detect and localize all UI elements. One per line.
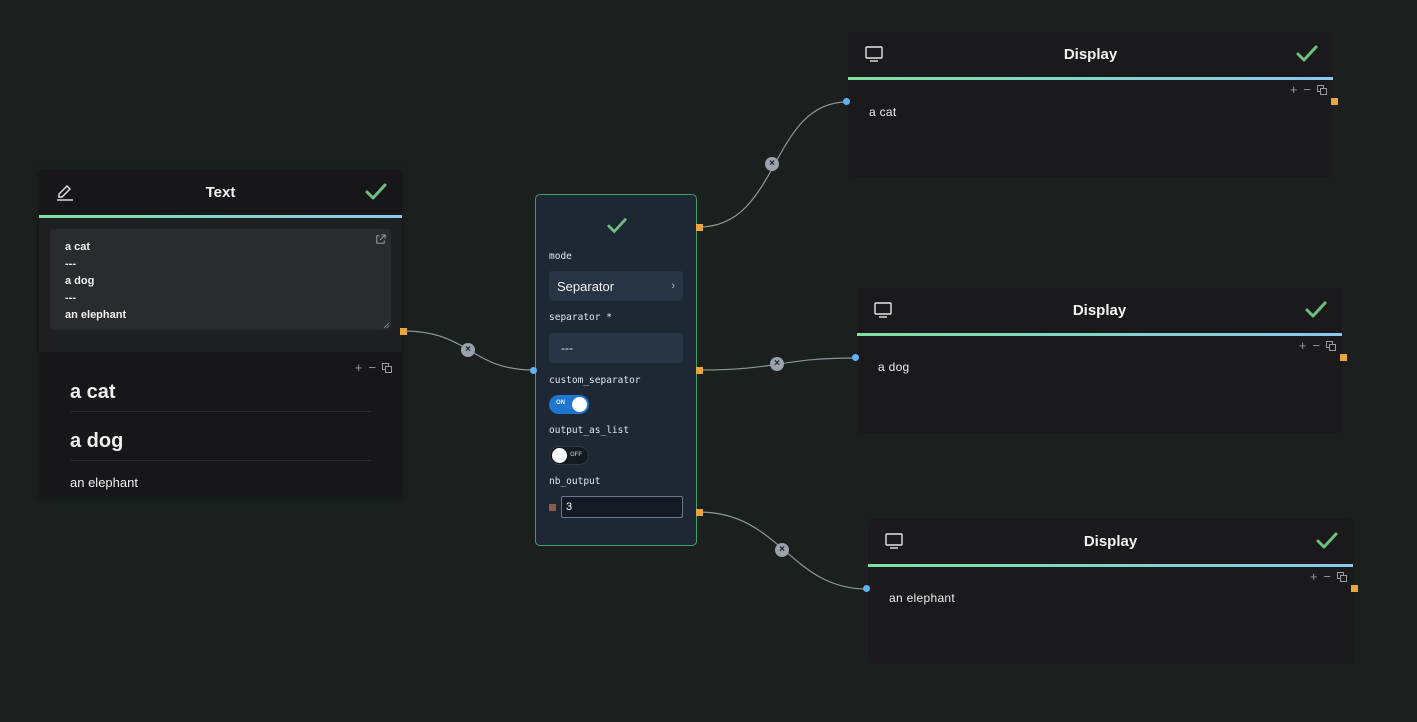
text-line: a dog [65,275,95,287]
custom-separator-label: custom_separator [549,375,641,386]
input-handle[interactable] [863,585,870,592]
toggle-knob [552,448,567,463]
display-text: a dog [878,360,910,374]
remove-button[interactable]: − [368,360,376,375]
output-handle[interactable] [696,367,703,374]
node-title: Display [1063,46,1118,63]
nb-output-value: 3 [566,501,573,513]
mode-value: Separator [557,278,615,294]
output-handle[interactable] [696,509,703,516]
node-controls: + − [1309,569,1347,584]
input-handle[interactable] [852,354,859,361]
custom-separator-toggle[interactable]: ON [549,395,589,414]
text-line: --- [65,292,76,304]
checkmark-icon [1316,532,1338,549]
copy-icon[interactable] [1317,85,1327,95]
add-button[interactable]: + [354,360,363,375]
text-node-header[interactable]: Text [39,170,402,215]
add-button[interactable]: + [1298,338,1307,353]
node-controls: + − [354,360,392,375]
display-node[interactable]: Display + − an elephant [868,519,1353,664]
output-handle[interactable] [696,224,703,231]
nb-output-handle[interactable] [549,504,556,511]
node-controls: + − [1289,82,1327,97]
checkmark-icon [365,183,387,200]
checkmark-icon [1305,301,1327,318]
checkmark-icon [1296,45,1318,62]
text-line: a cat [65,241,91,253]
mode-label: mode [549,251,572,262]
list-item: a dog [70,424,371,461]
list-item: a cat [70,375,371,412]
nb-output-label: nb_output [549,476,601,487]
input-handle[interactable] [843,98,850,105]
header-accent-line [868,564,1353,567]
display-node-header[interactable]: Display [857,288,1342,333]
text-line: an elephant [65,309,127,321]
pencil-icon [57,185,73,201]
output-as-list-label: output_as_list [549,425,630,436]
output-handle[interactable] [1351,585,1358,592]
node-title: Display [1083,533,1138,550]
header-accent-line [857,333,1342,336]
display-text: a cat [869,105,897,119]
remove-button[interactable]: − [1303,82,1311,97]
copy-icon[interactable] [382,363,392,373]
display-node[interactable]: Display + − a dog [857,288,1342,433]
display-node[interactable]: Display + − a cat [848,32,1333,177]
nb-output-input[interactable]: 3 [561,496,683,518]
edge-remove-button[interactable]: × [770,357,784,371]
copy-icon[interactable] [1326,341,1336,351]
display-node-header[interactable]: Display [868,519,1353,564]
toggle-state: OFF [570,452,582,458]
add-button[interactable]: + [1309,569,1318,584]
edge-remove-button[interactable]: × [765,157,779,171]
output-handle[interactable] [1340,354,1347,361]
output-handle[interactable] [1331,98,1338,105]
resize-handle-icon[interactable] [383,322,390,329]
node-controls: + − [1298,338,1336,353]
toggle-knob [572,397,587,412]
mode-select[interactable]: Separator › [549,271,683,301]
header-accent-line [39,215,402,218]
add-button[interactable]: + [1289,82,1298,97]
node-title: Text [205,184,236,201]
external-link-icon[interactable] [375,234,386,245]
header-accent-line [848,77,1333,80]
checkmark-icon [607,218,627,233]
separator-label: separator * [549,312,612,323]
toggle-state: ON [556,400,565,406]
output-as-list-toggle[interactable]: OFF [549,446,589,465]
remove-button[interactable]: − [1312,338,1320,353]
monitor-icon [885,533,903,549]
edge-remove-button[interactable]: × [775,543,789,557]
input-handle[interactable] [530,367,537,374]
text-input[interactable]: a cat --- a dog --- an elephant [50,229,391,330]
edge-remove-button[interactable]: × [461,343,475,357]
text-node[interactable]: Text a cat --- a dog --- an elephant + − [39,170,402,496]
node-title: Display [1072,302,1127,319]
separator-value: --- [561,341,573,355]
split-node[interactable]: mode Separator › separator * --- custom_… [535,194,697,546]
copy-icon[interactable] [1337,572,1347,582]
separator-input[interactable]: --- [549,333,683,363]
text-output-list: a cat a dog an elephant [70,375,371,493]
output-handle[interactable] [400,328,407,335]
monitor-icon [865,46,883,62]
monitor-icon [874,302,892,318]
list-item: an elephant [70,475,138,490]
text-editor-area: a cat --- a dog --- an elephant [39,218,402,352]
display-text: an elephant [889,591,956,605]
display-node-header[interactable]: Display [848,32,1333,77]
text-line: --- [65,258,76,270]
remove-button[interactable]: − [1323,569,1331,584]
chevron-right-icon: › [671,280,675,292]
